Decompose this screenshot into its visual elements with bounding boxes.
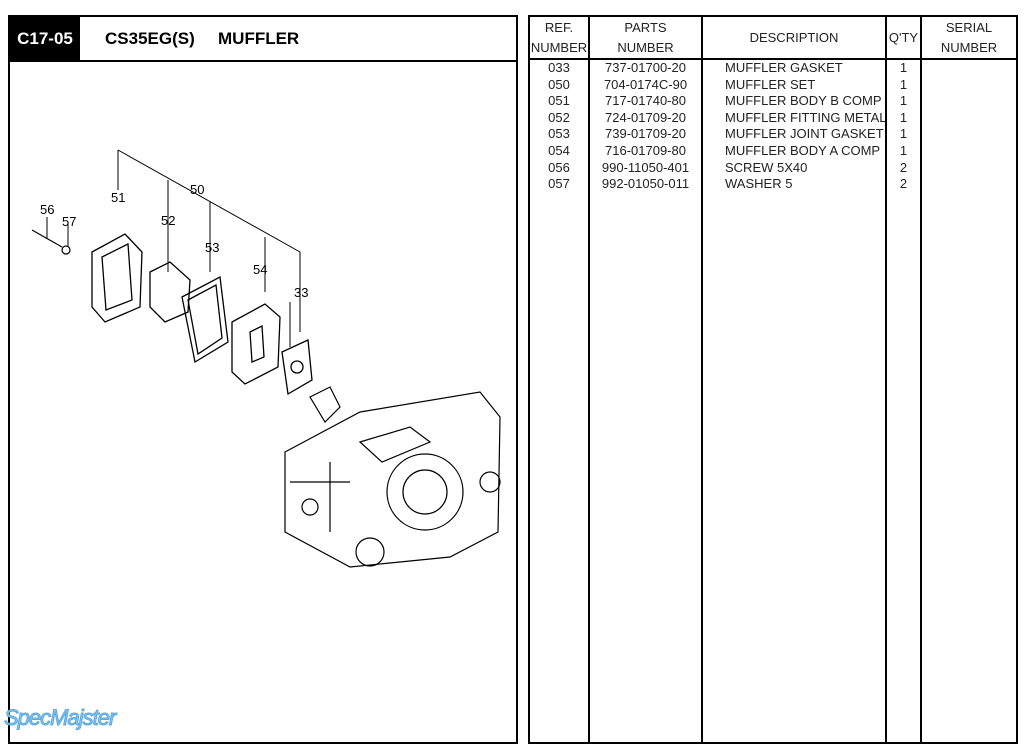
cell-qty: 2 (886, 159, 922, 177)
cell-qty: 2 (886, 176, 922, 193)
cell-part: 739-01709-20 (589, 126, 703, 143)
muffler-body-b (91, 233, 143, 323)
fitting-metal (149, 261, 191, 323)
cell-ref: 053 (530, 126, 590, 143)
cell-qty: 1 (886, 142, 922, 160)
cell-part: 992-01050-011 (589, 176, 703, 193)
cell-serial (921, 126, 1016, 143)
col-ref: REF.NUMBER (530, 17, 590, 60)
callout-54: 54 (253, 262, 267, 277)
cell-qty: 1 (886, 76, 922, 94)
cell-serial (921, 93, 1016, 110)
cell-ref: 051 (530, 93, 590, 110)
col-desc: DESCRIPTION (702, 17, 887, 60)
muffler-gasket (281, 339, 313, 396)
callout-53: 53 (205, 240, 219, 255)
cell-desc: WASHER 5 (702, 176, 887, 193)
cell-part: 990-11050-401 (589, 159, 703, 177)
cell-serial (921, 143, 1016, 160)
cell-serial (921, 176, 1016, 193)
cell-part: 724-01709-20 (589, 109, 703, 127)
cell-qty: 1 (886, 109, 922, 127)
model-name: CS35EG(S) (105, 29, 195, 48)
screw-57 (31, 229, 71, 255)
joint-gasket (181, 275, 229, 364)
callout-lines (46, 149, 301, 347)
cell-part: 717-01740-80 (589, 93, 703, 110)
cell-part: 716-01709-80 (589, 142, 703, 160)
cell-desc: MUFFLER JOINT GASKET (702, 126, 887, 143)
muffler-body-a (231, 303, 281, 385)
cell-ref: 052 (530, 109, 590, 127)
callout-labels: 56 57 51 50 52 53 54 33 (40, 182, 308, 300)
cell-qty: 1 (886, 126, 922, 143)
callout-51: 51 (111, 190, 125, 205)
empty-cell (886, 192, 922, 742)
callout-50: 50 (190, 182, 204, 197)
section-code: C17-05 (10, 17, 80, 60)
table-filler-row (530, 192, 1016, 742)
cell-desc: MUFFLER BODY A COMP (702, 142, 887, 160)
diagram-panel: C17-05 CS35EG(S) MUFFLER 56 57 51 50 52 (8, 15, 518, 744)
callout-52: 52 (161, 213, 175, 228)
watermark-logo: SpecMajster (3, 705, 116, 731)
cell-serial (921, 110, 1016, 127)
page-title: MUFFLER (218, 29, 300, 48)
diagram-header: C17-05 CS35EG(S) MUFFLER (10, 17, 516, 62)
cell-part: 704-0174C-90 (589, 76, 703, 94)
cell-ref: 056 (530, 159, 590, 177)
cell-desc: MUFFLER BODY B COMP (702, 93, 887, 110)
cell-qty: 1 (886, 93, 922, 110)
cell-ref: 050 (530, 76, 590, 94)
exploded-parts-diagram: 56 57 51 50 52 53 54 33 (31, 149, 501, 568)
col-qty: Q'TY (886, 17, 922, 60)
cell-ref: 033 (530, 59, 590, 77)
cell-part: 737-01700-20 (589, 59, 703, 77)
cell-ref: 057 (530, 176, 590, 193)
cell-serial (921, 59, 1016, 77)
cell-desc: MUFFLER GASKET (702, 59, 887, 77)
cell-ref: 054 (530, 142, 590, 160)
crankcase (284, 386, 501, 568)
empty-cell (702, 192, 887, 742)
empty-cell (921, 193, 1016, 742)
cell-serial (921, 77, 1016, 94)
cell-desc: MUFFLER SET (702, 76, 887, 94)
callout-57: 57 (62, 214, 76, 229)
callout-33: 33 (294, 285, 308, 300)
empty-cell (530, 192, 590, 742)
cell-desc: SCREW 5X40 (702, 159, 887, 177)
empty-cell (589, 192, 703, 742)
cell-serial (921, 160, 1016, 177)
cell-desc: MUFFLER FITTING METAL (702, 109, 887, 127)
callout-56: 56 (40, 202, 54, 217)
cell-qty: 1 (886, 59, 922, 77)
